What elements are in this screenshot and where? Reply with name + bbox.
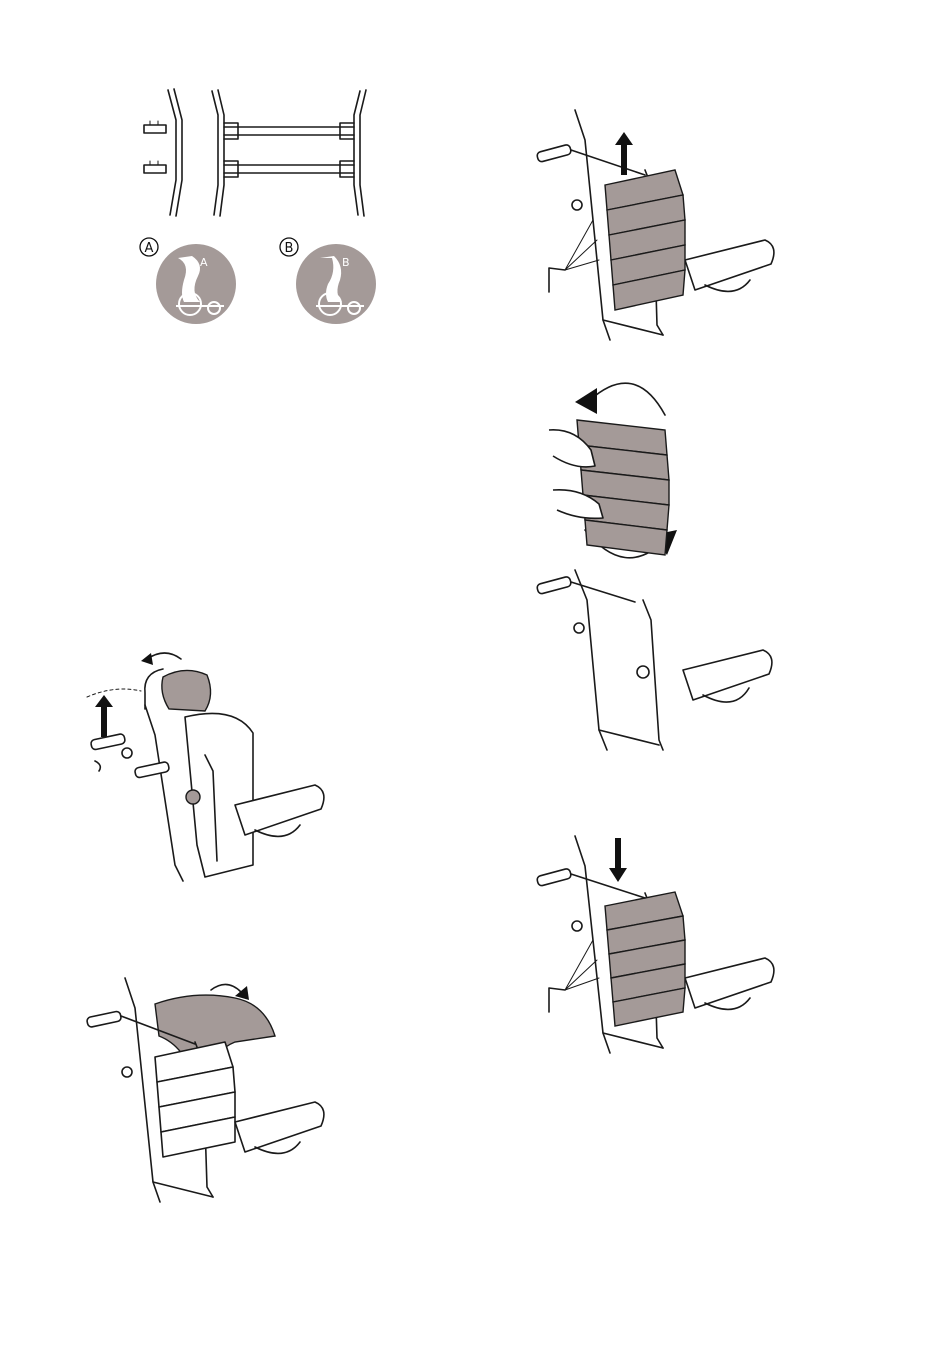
svg-text:B: B <box>342 256 350 269</box>
backrest-profile-b-icon: B <box>296 244 376 324</box>
straps-rotate-illustration <box>535 370 785 760</box>
svg-text:B: B <box>285 241 294 256</box>
straps <box>605 892 685 1026</box>
option-a: A A <box>138 236 248 331</box>
straps-lift-illustration <box>535 100 785 345</box>
option-a-badge: A <box>140 238 158 256</box>
svg-text:A: A <box>200 256 208 269</box>
frame-parts-diagram <box>130 85 390 220</box>
bracket-upper <box>144 121 166 133</box>
cover-removal-illustration <box>85 972 335 1207</box>
straps <box>605 170 685 310</box>
straps-lower-illustration <box>535 828 785 1058</box>
headrest-removal-illustration <box>85 645 335 885</box>
backrest-profile-a-icon: A <box>156 244 236 324</box>
bracket-lower <box>144 161 166 173</box>
straps <box>155 1042 235 1157</box>
option-b: B B <box>278 236 388 331</box>
strap-block <box>577 420 669 555</box>
option-b-badge: B <box>280 238 298 256</box>
svg-text:A: A <box>145 241 154 256</box>
